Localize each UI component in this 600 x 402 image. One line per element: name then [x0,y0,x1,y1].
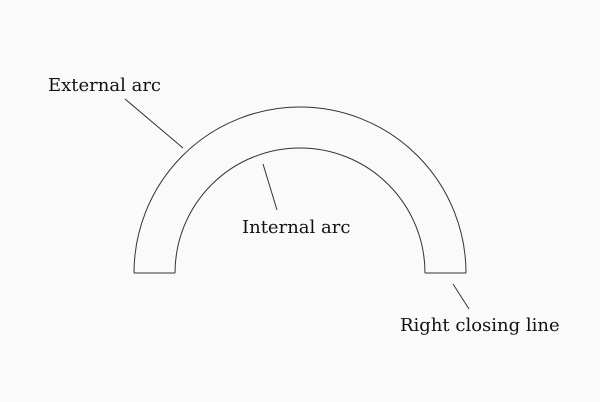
internal-arc [174,147,426,274]
internal-arc-leader [262,163,278,211]
external-arc [133,106,467,274]
external-arc-label: External arc [48,75,162,96]
internal-arc-label: Internal arc [242,217,351,238]
right-closing-line-leader [452,283,470,310]
external-arc-leader [124,98,184,149]
right-closing-line-label: Right closing line [400,315,560,336]
